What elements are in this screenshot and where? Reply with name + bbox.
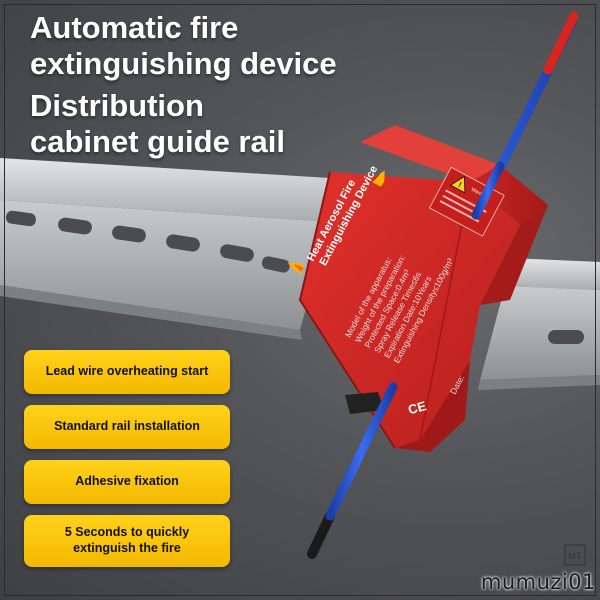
- watermark-logo: MT: [564, 544, 586, 566]
- watermark: mumuzi01: [480, 570, 596, 594]
- ce-mark: CE: [406, 398, 428, 417]
- feature-badge: Adhesive fixation: [24, 460, 230, 504]
- din-rail: [0, 158, 600, 390]
- headline-product-name: Automatic fire extinguishing device: [30, 10, 370, 81]
- svg-text:!: !: [457, 180, 464, 189]
- watermark-mark: MT: [569, 551, 582, 561]
- headline-line: Automatic fire: [30, 10, 239, 45]
- feature-badge: Standard rail installation: [24, 405, 230, 449]
- fire-extinguishing-device: ! Warning Heat Aerosol Fire Extinguishin…: [288, 125, 548, 452]
- feature-list: Lead wire overheating start Standard rai…: [24, 350, 230, 578]
- headline-line: cabinet guide rail: [30, 123, 285, 159]
- lead-wire-top: [471, 161, 505, 220]
- headline-application: Distribution cabinet guide rail: [30, 88, 330, 159]
- feature-badge: 5 Seconds to quickly extinguish the fire: [24, 515, 230, 567]
- headline-line: Distribution: [30, 88, 204, 123]
- feature-badge: Lead wire overheating start: [24, 350, 230, 394]
- headline-line: extinguishing device: [30, 45, 337, 81]
- lead-wire-front: [325, 382, 398, 521]
